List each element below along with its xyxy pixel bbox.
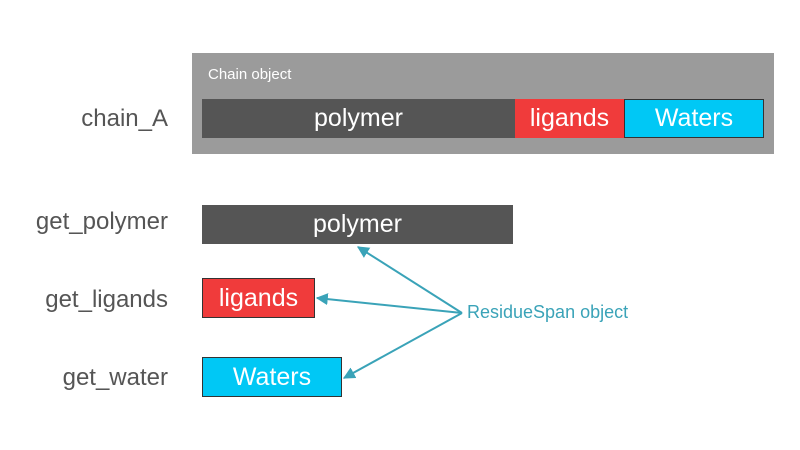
get-ligands-result: ligands <box>202 278 315 318</box>
get-polymer-result: polymer <box>202 205 513 244</box>
residuespan-callout: ResidueSpan object <box>467 302 629 322</box>
get-ligands-label: get_ligands <box>45 286 168 313</box>
chain-object-title: Chain object <box>208 66 292 83</box>
get-water-label: get_water <box>62 364 168 391</box>
arrow-to-polymer <box>356 246 463 314</box>
chain-polymer-segment: polymer <box>202 99 515 138</box>
chain-a-label: chain_A <box>81 105 168 132</box>
get-polymer-label: get_polymer <box>35 208 168 235</box>
arrow-to-waters <box>342 312 463 379</box>
chain-ligands-segment: ligands <box>515 99 624 138</box>
get-water-result: Waters <box>202 357 342 397</box>
arrow-to-ligands <box>315 293 463 314</box>
chain-waters-segment: Waters <box>624 99 764 138</box>
